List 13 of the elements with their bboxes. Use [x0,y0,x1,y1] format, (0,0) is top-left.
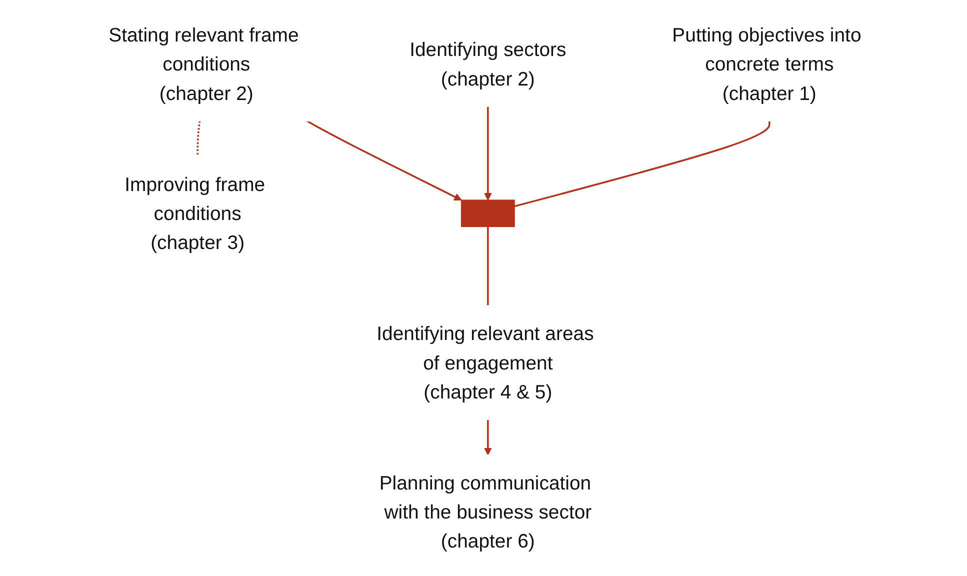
arrow [306,120,462,200]
arrow [484,106,492,200]
node-bar [460,200,515,228]
node-text: Planning communication with the business sector (chapter 6) [379,472,592,552]
arrow [484,420,492,456]
node-text: Putting objectives into concrete terms (chapter 1) [672,24,862,104]
node-text: Identifying relevant areas of engagement (chapter 4 & 5) [376,322,594,403]
connector [487,226,489,306]
connector [196,120,201,156]
node-text: Improving frame conditions (chapter 3) [124,173,266,254]
node-text: Identifying sectors (chapter 2) [410,38,566,90]
connector [514,121,770,208]
node-text: Stating relevant frame conditions (chapter 2) [108,24,299,104]
